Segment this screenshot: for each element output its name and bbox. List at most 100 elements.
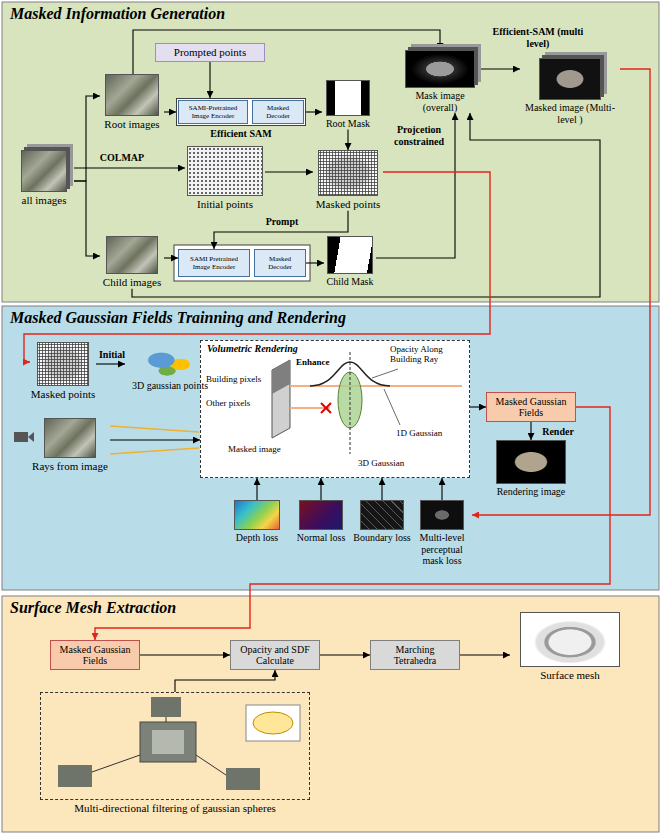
image-caption: Rendering image [491, 486, 571, 498]
connector [376, 113, 455, 258]
ray-line [110, 426, 199, 432]
connector [140, 654, 230, 655]
caption-holder: Efficient SAM [177, 128, 305, 140]
loss-node: Boundary loss [352, 500, 412, 544]
label-holder: 1D Gaussian [396, 428, 466, 438]
edge-label: COLMAP [92, 152, 152, 164]
panel-label: 3D Gaussian [358, 458, 428, 468]
connector [74, 181, 100, 256]
image-thumbnail [496, 440, 566, 484]
box-label: Masked Decoder [258, 255, 302, 271]
image-thumbnail [106, 236, 158, 274]
connector [460, 654, 510, 655]
axis-line [350, 352, 351, 454]
connector [164, 111, 176, 112]
point-cloud-node: Initial points [185, 146, 265, 211]
section-band: Surface Mesh ExtractionMasked Gaussian F… [2, 596, 659, 832]
image-thumbnail [299, 500, 343, 530]
panel-label: 1D Gaussian [396, 428, 466, 438]
image-caption: Child Mask [324, 276, 376, 288]
gaussian-sphere-icon [253, 712, 293, 734]
image-caption: Root images [100, 118, 164, 131]
image-thumbnail [140, 348, 200, 378]
box-label: Marching Tetrahedra [374, 644, 456, 667]
connector [265, 171, 313, 172]
view-line [166, 717, 167, 722]
process-box: Opacity and SDF Calculate [230, 640, 320, 670]
connector [209, 62, 210, 98]
scene-thumbnail [152, 730, 184, 754]
mask-node: Child Mask [324, 236, 376, 288]
connector [306, 262, 324, 263]
label-holder: Building pixels [206, 374, 272, 384]
mask-node: Root Mask [322, 80, 374, 130]
image-caption: Multi-level perceptual mask loss [412, 532, 472, 567]
connector [530, 422, 531, 440]
image-caption: Root Mask [322, 118, 374, 130]
panel-caption: Multi-directional filtering of gaussian … [41, 802, 309, 815]
band-fill [2, 2, 659, 302]
image-caption: Masked image (Multi-level ) [520, 102, 620, 125]
masked-image-plane [272, 360, 290, 438]
label-holder: Opacity Along Building Ray [390, 344, 466, 365]
edge-label-holder: Render [538, 426, 578, 438]
view-line [92, 755, 140, 772]
image-thumbnail [37, 342, 89, 386]
connector [175, 670, 275, 692]
ray-line [110, 448, 199, 454]
view-thumbnail [58, 765, 92, 787]
connector [347, 130, 348, 151]
point-cloud-node: Masked points [313, 150, 383, 211]
point-cloud-node: Masked points [30, 342, 96, 401]
box-label: Prompted points [174, 46, 246, 59]
rendering-panel: Volumetric RenderingOpacity Along Buildi… [200, 340, 470, 478]
image-thumbnail [520, 612, 620, 667]
edge-label: Initial [97, 349, 127, 361]
box-label: SAMI Pretrained Image Encoder [182, 255, 246, 271]
model-caption: Efficient SAM [177, 128, 305, 140]
scene-thumbnail [140, 722, 196, 762]
decoder-box: Masked Decoder [254, 249, 306, 277]
image-thumbnail [44, 418, 96, 458]
image-thumbnail [234, 500, 280, 530]
image-caption: Masked points [313, 198, 383, 211]
connector [480, 68, 520, 69]
connector [441, 478, 442, 500]
connector [306, 111, 322, 112]
band-fill [2, 306, 659, 590]
image-node: Rendering image [491, 440, 571, 498]
connector [132, 113, 600, 297]
label-holder: 3D Gaussian [358, 458, 428, 468]
leader-line [384, 389, 400, 425]
image-node: Rays from image [30, 418, 110, 473]
image-thumbnail [405, 50, 475, 88]
connector [381, 478, 382, 500]
connector [164, 257, 178, 258]
edge-label-holder: Initial [97, 349, 127, 361]
label-holder: Enhance [296, 357, 340, 367]
connector [110, 439, 200, 440]
image-thumbnail [21, 150, 67, 192]
image-node: Child images [100, 236, 164, 289]
leader-line [372, 369, 398, 378]
panel-label: Opacity Along Building Ray [390, 344, 466, 365]
box-label: Masked Gaussian Fields [54, 644, 136, 667]
section-band: Masked Gaussian Fields Trainning and Ren… [2, 306, 659, 590]
connector [320, 478, 321, 500]
view-line [196, 755, 226, 775]
box-label: Masked Gaussian Fields [490, 396, 572, 419]
image-caption: Initial points [185, 198, 265, 211]
process-box: Marching Tetrahedra [370, 640, 460, 670]
image-thumbnail [420, 500, 464, 530]
encoder-box: SAMI-Pretrained Image Encoder [178, 100, 248, 124]
panel-fill [200, 340, 470, 478]
box-label: Opacity and SDF Calculate [234, 644, 316, 667]
image-caption: Child images [100, 276, 164, 289]
image-caption: Boundary loss [352, 532, 412, 544]
image-thumbnail [360, 500, 404, 530]
connector [96, 363, 125, 364]
connector [472, 69, 650, 515]
panel-label: Other pixels [206, 398, 268, 408]
image-node: all images [14, 150, 74, 207]
